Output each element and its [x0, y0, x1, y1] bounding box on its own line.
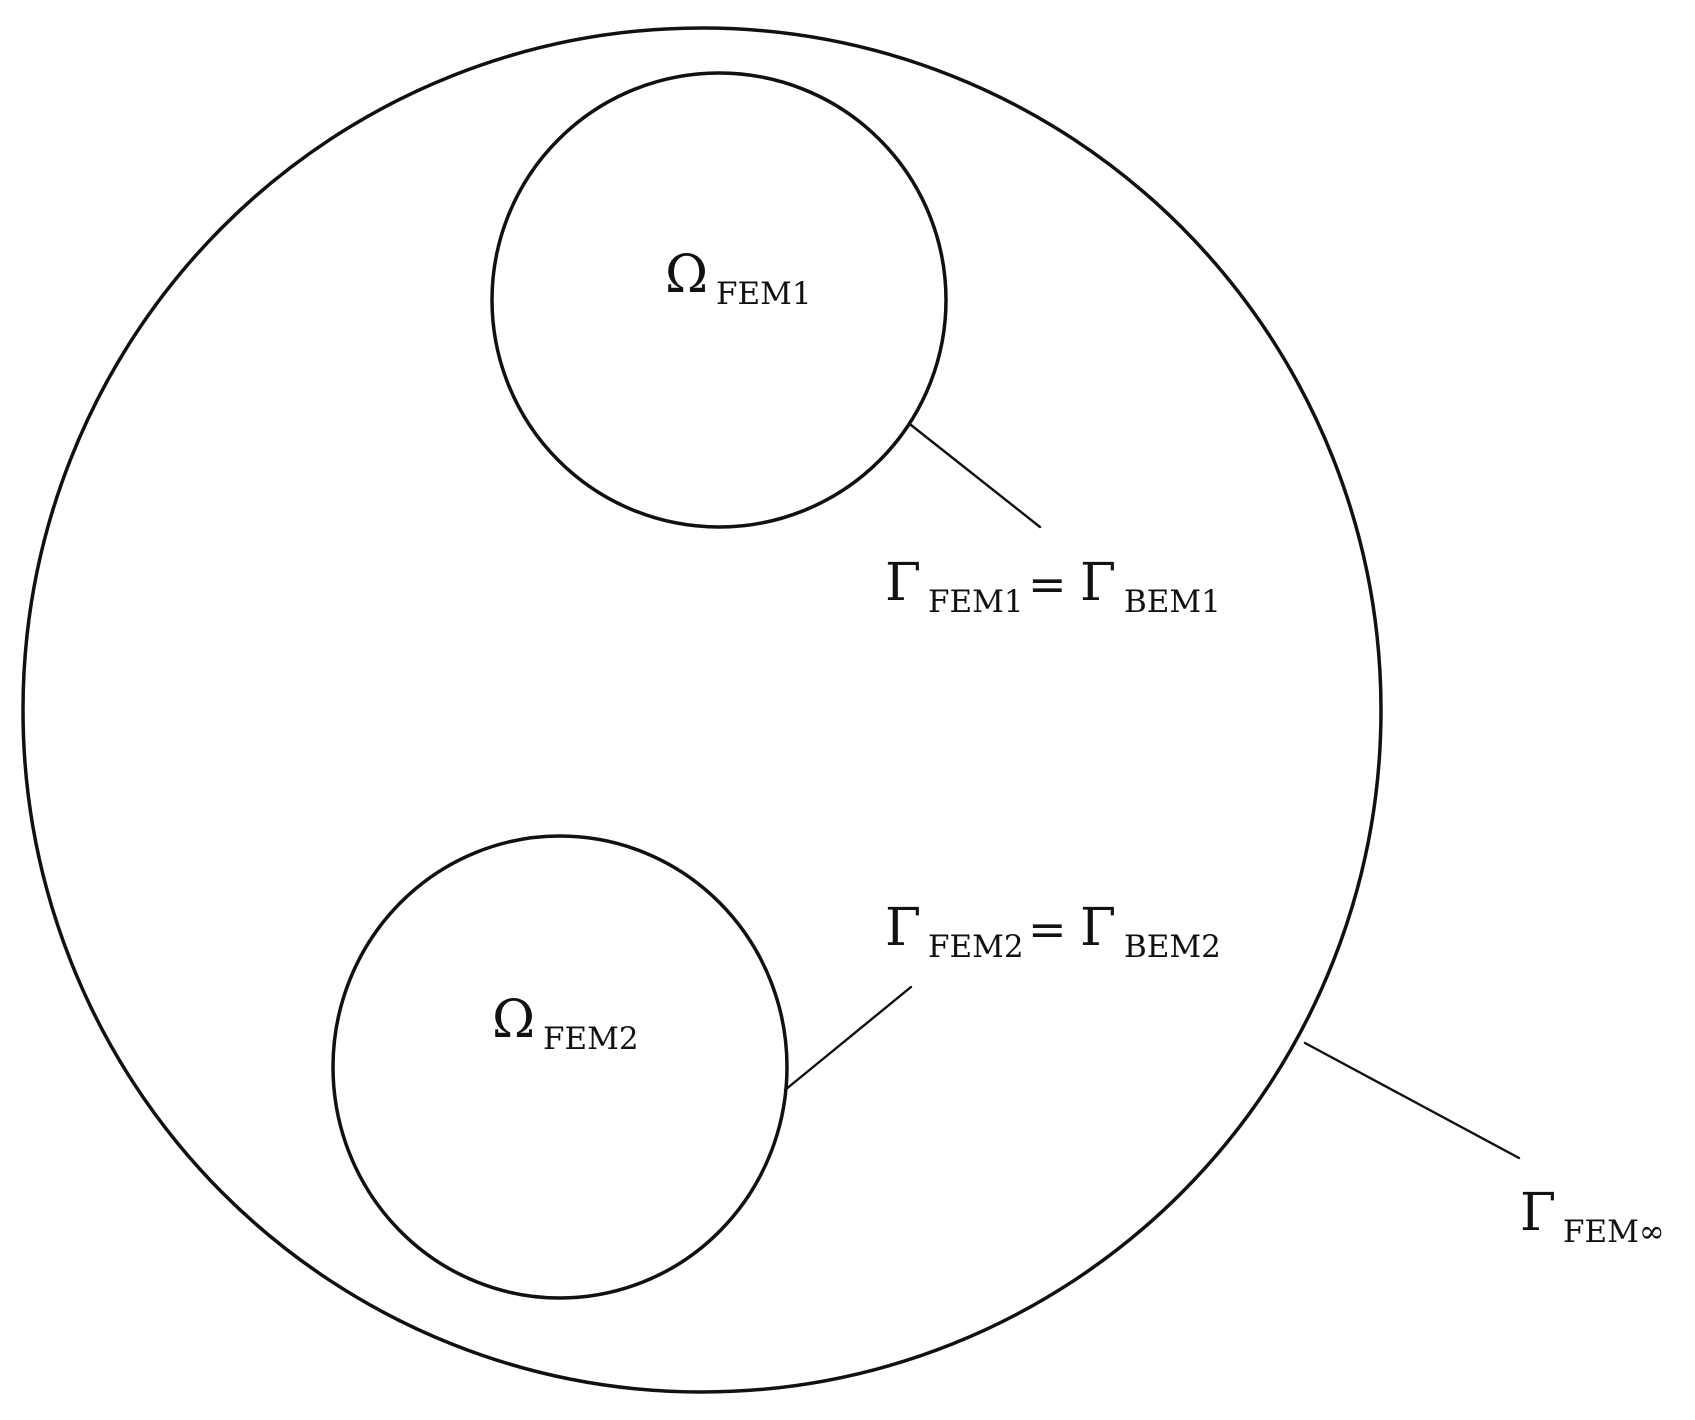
- omega-fem2-symbol: Ω: [492, 990, 535, 1050]
- gamma-bem1-subscript: BEM1: [1124, 584, 1221, 620]
- gamma-fem2-bem2-label: Γ FEM2 = Γ BEM2: [885, 898, 1221, 965]
- omega-fem1-label: Ω FEM1: [665, 245, 812, 312]
- gamma-fem1-bem1-label: Γ FEM1 = Γ BEM1: [885, 553, 1221, 620]
- gamma-fem-infinity-subscript: FEM∞: [1563, 1214, 1665, 1250]
- gamma-fem-infinity-label: Γ FEM∞: [1520, 1183, 1665, 1250]
- omega-fem2-label: Ω FEM2: [492, 990, 639, 1057]
- fem2-domain-circle: [331, 834, 789, 1300]
- fem2-boundary-leader: [783, 985, 913, 1092]
- gamma-bem2-subscript: BEM2: [1124, 929, 1221, 965]
- omega-fem1-symbol: Ω: [665, 245, 708, 305]
- gamma-fem-infinity-symbol: Γ: [1520, 1183, 1556, 1243]
- fem1-domain-circle: [490, 71, 948, 529]
- fem1-boundary-leader: [909, 423, 1042, 529]
- omega-fem2-subscript: FEM2: [543, 1021, 639, 1057]
- gamma-bem2-symbol: Γ: [1080, 898, 1116, 958]
- gamma-fem1-symbol: Γ: [885, 553, 921, 613]
- gamma-bem1-symbol: Γ: [1080, 553, 1116, 613]
- gamma-1-equals-sign: =: [1028, 557, 1067, 611]
- gamma-fem2-symbol: Γ: [885, 898, 921, 958]
- gamma-2-equals-sign: =: [1028, 902, 1067, 956]
- omega-fem1-subscript: FEM1: [716, 276, 812, 312]
- outer-domain-boundary: [21, 26, 1383, 1394]
- outer-boundary-leader: [1303, 1041, 1521, 1160]
- gamma-fem1-subscript: FEM1: [928, 584, 1024, 620]
- gamma-fem2-subscript: FEM2: [928, 929, 1024, 965]
